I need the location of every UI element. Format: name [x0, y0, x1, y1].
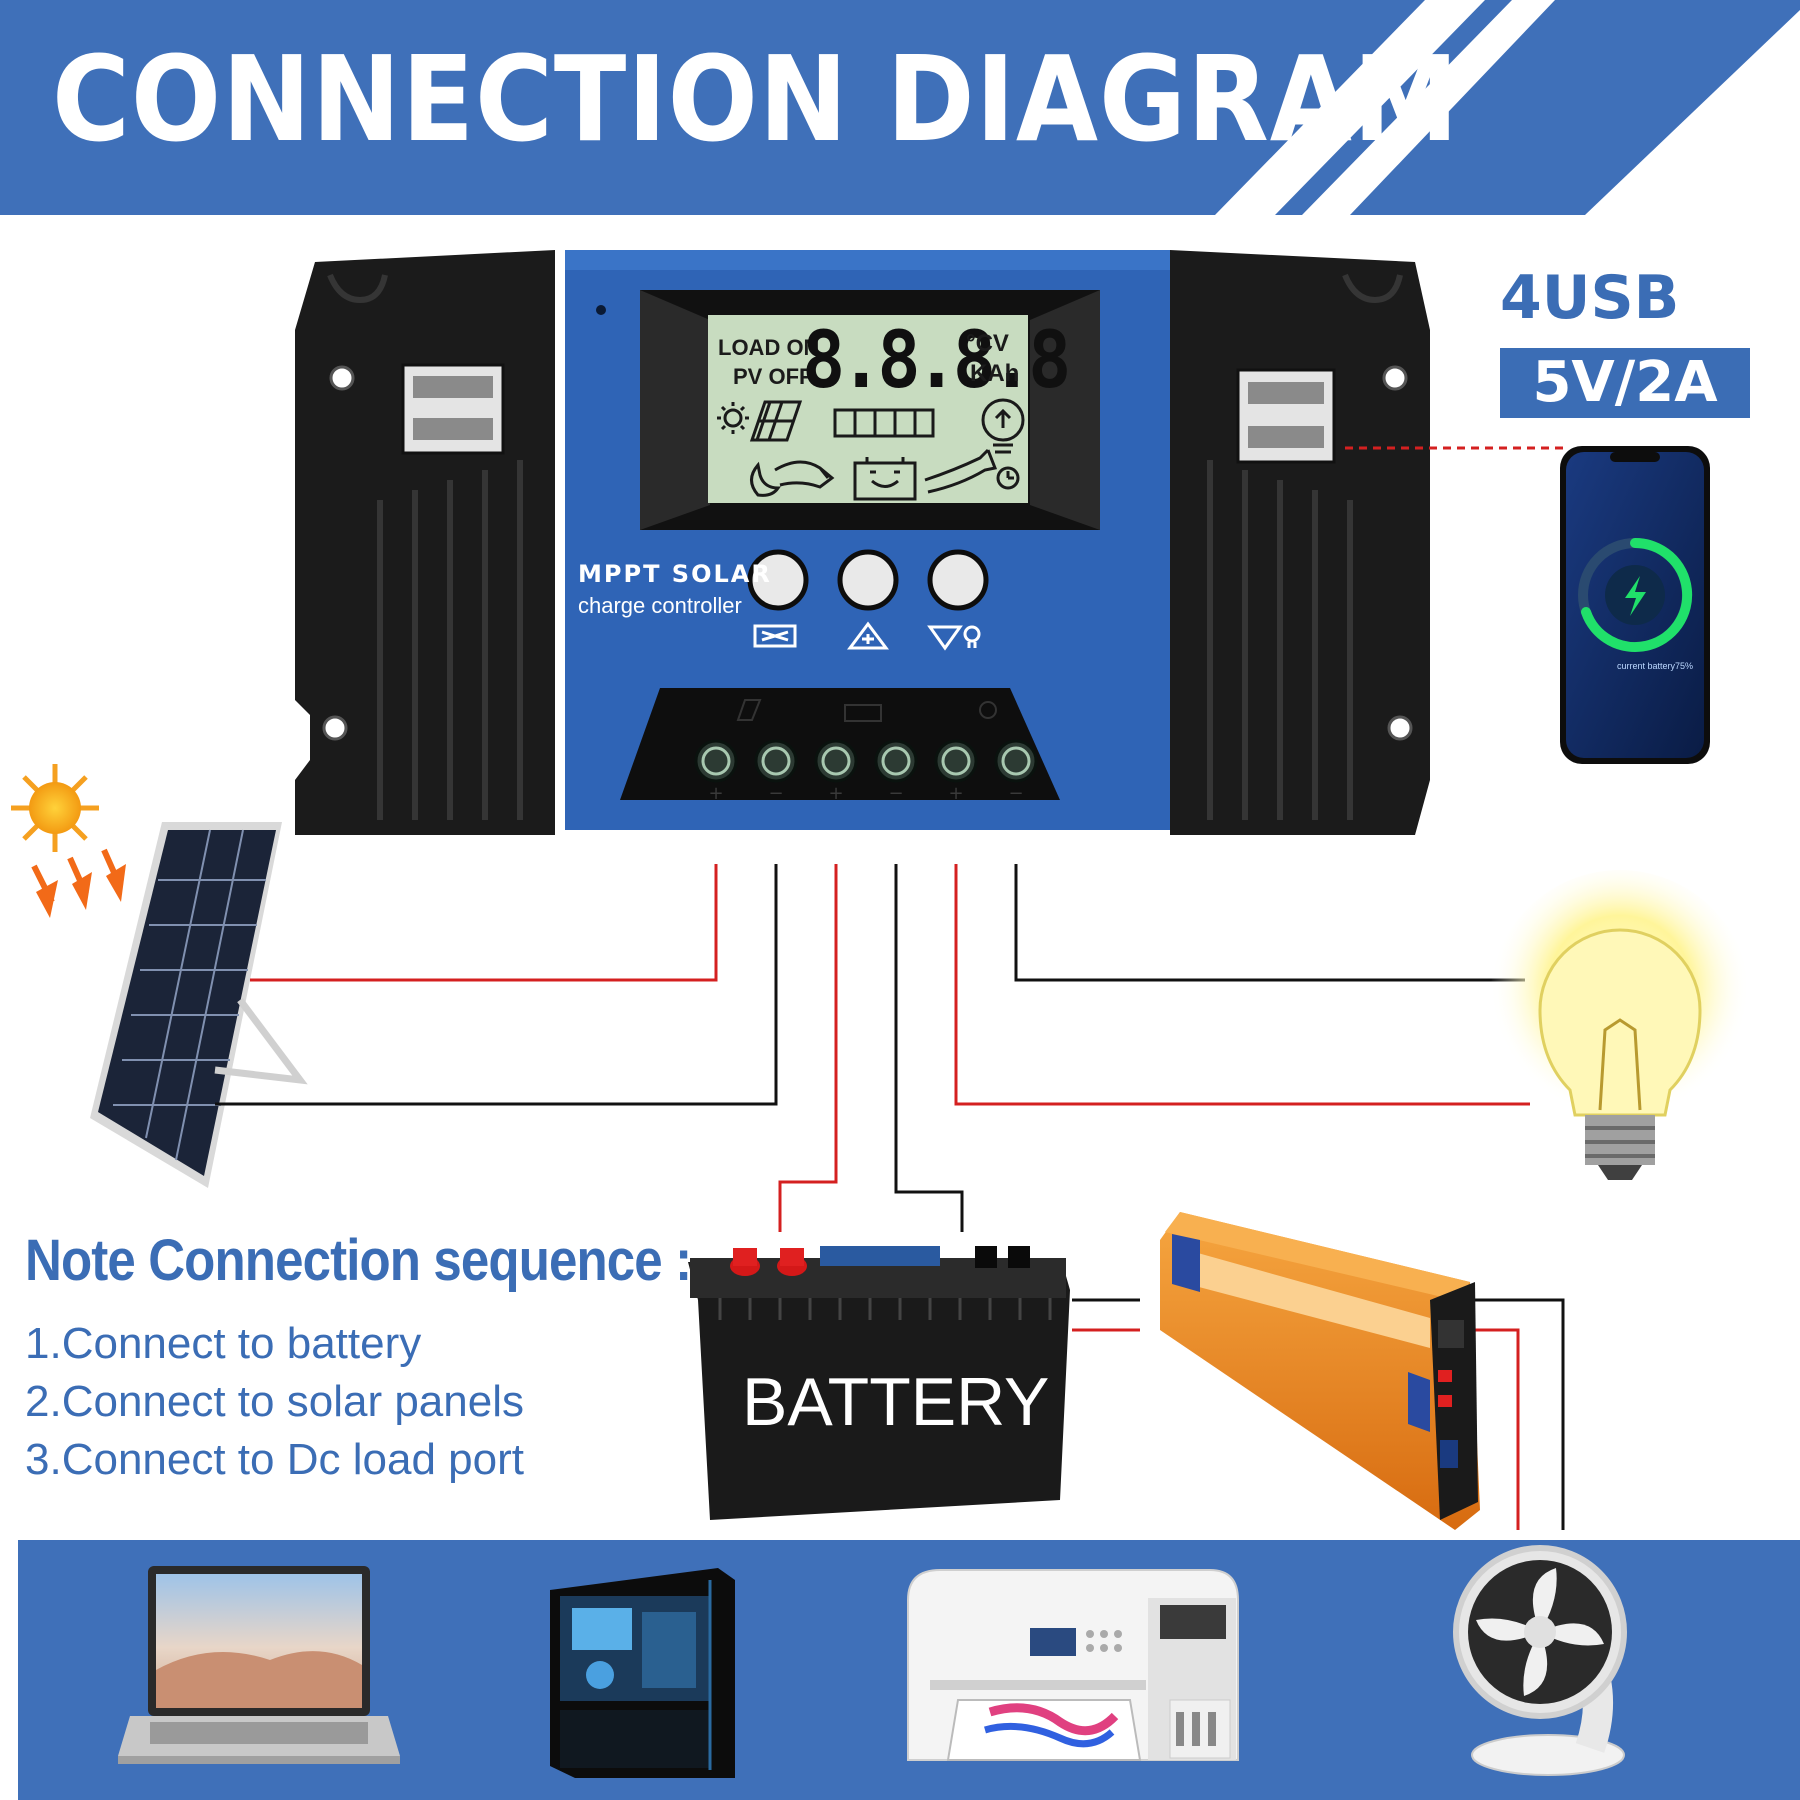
brand-line-2: charge controller	[578, 593, 742, 618]
usb-port-icon	[401, 363, 1336, 464]
lcd-pv-label: PV OFF	[733, 364, 813, 389]
laptop-icon	[118, 1566, 400, 1764]
page-title: CONNECTION DIAGRAM	[52, 30, 1460, 168]
terminal-sign: +	[948, 783, 964, 804]
desktop-pc-icon	[550, 1568, 735, 1778]
header-banner	[0, 0, 1800, 215]
sun-icon	[11, 764, 126, 918]
fan-icon	[1453, 1545, 1627, 1776]
terminal-sign: −	[768, 783, 784, 804]
usb-count-label: 4USB	[1500, 263, 1680, 333]
control-buttons	[747, 549, 989, 651]
solar-panel-icon	[90, 822, 308, 1188]
wire-battery-positive	[778, 864, 838, 1232]
lcd-unit-bottom: KAh	[970, 360, 1020, 387]
smartphone-icon	[1560, 446, 1710, 764]
charge-controller	[295, 250, 1430, 835]
wire-load-negative	[1014, 864, 1525, 982]
lcd-indicator-icons	[717, 398, 1025, 501]
terminal-sign: +	[828, 783, 844, 804]
note-title: Note Connection sequence :	[25, 1228, 692, 1293]
lcd-unit-top: °CV	[966, 330, 1009, 357]
phone-battery-status: current battery75%	[1616, 661, 1694, 671]
wire-battery-negative	[894, 864, 964, 1232]
wiring	[215, 446, 1565, 1530]
wire-load-positive	[954, 864, 1530, 1106]
note-step-1: 1.Connect to battery	[25, 1319, 422, 1368]
printer-icon	[907, 1569, 1239, 1761]
terminal-sign: −	[1008, 783, 1024, 804]
note-step-2: 2.Connect to solar panels	[25, 1377, 524, 1426]
lcd-digits: 8.8.8.8	[802, 316, 1071, 406]
usb-rating-badge: 5V/2A	[1500, 348, 1750, 418]
wire-pv-negative	[215, 864, 778, 1106]
battery-icon	[688, 1246, 1070, 1520]
inverter-icon	[1160, 1212, 1480, 1530]
terminal-sign: +	[708, 783, 724, 804]
wire-pv-positive	[250, 864, 718, 982]
note-step-3: 3.Connect to Dc load port	[25, 1435, 524, 1484]
light-bulb-icon	[1490, 870, 1750, 1180]
terminal-sign: −	[888, 783, 904, 804]
lcd-load-label: LOAD ON	[718, 335, 820, 360]
battery-label: BATTERY	[742, 1364, 1050, 1440]
brand-line-1: MPPT SOLAR	[578, 560, 772, 588]
